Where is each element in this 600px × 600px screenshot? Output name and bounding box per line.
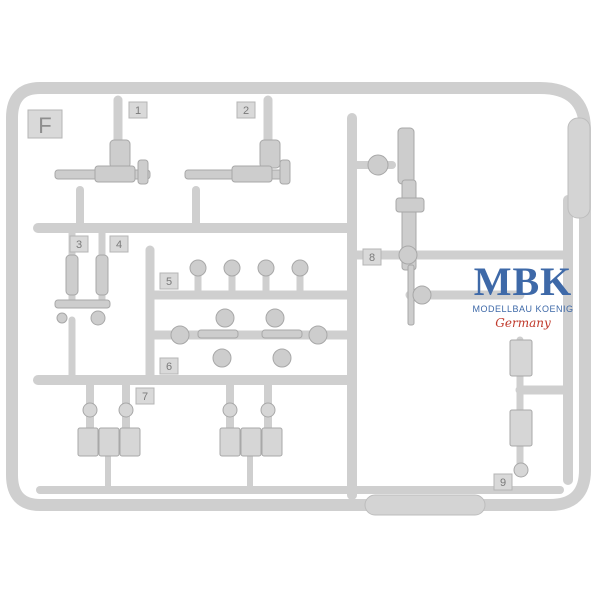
part-label-8: 8 (369, 252, 375, 264)
outer-frame (6, 82, 591, 511)
part-6-items (170, 308, 328, 368)
part-1-weapon (54, 139, 151, 185)
part-7-boxes (77, 402, 283, 457)
brand-logo: MBK MODELLBAU KOENIG Germany (468, 259, 578, 331)
logo-country: Germany (495, 316, 551, 330)
part-5-items (189, 259, 309, 277)
part-label-9: 9 (500, 477, 506, 489)
part-label-1: 1 (135, 105, 141, 117)
logo-brand: MBK (473, 259, 573, 304)
part-label-4: 4 (116, 239, 122, 251)
part-label-2: 2 (243, 105, 249, 117)
part-label-6: 6 (166, 361, 172, 373)
frame-letter: F (38, 113, 51, 138)
part-label-7: 7 (142, 391, 148, 403)
part-label-5: 5 (166, 276, 172, 288)
logo-subtitle: MODELLBAU KOENIG (472, 304, 574, 314)
part-label-3: 3 (76, 239, 82, 251)
part-9-boxes (509, 339, 533, 478)
part-2-weapon (184, 139, 291, 185)
part-8-rifle (367, 127, 432, 326)
part-3-4-bipod (54, 254, 111, 326)
